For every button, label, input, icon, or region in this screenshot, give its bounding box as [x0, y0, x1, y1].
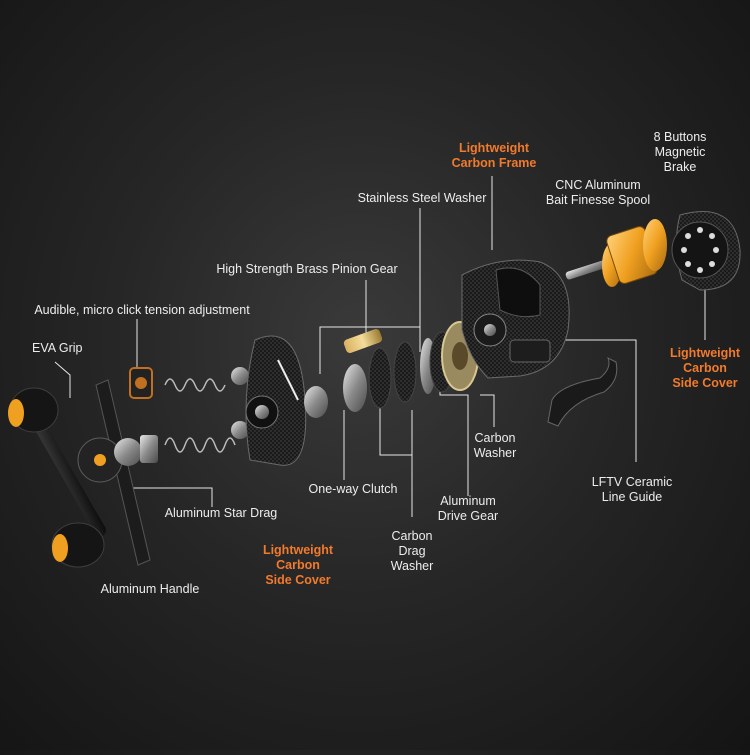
line-guide — [547, 356, 618, 427]
label-drag-washer: Carbon Drag Washer — [390, 529, 434, 573]
label-steel-washer: Stainless Steel Washer — [357, 191, 487, 205]
label-side-cover-left: Lightweight Carbon Side Cover — [262, 543, 334, 587]
spool — [565, 219, 667, 287]
carbon-frame — [461, 259, 570, 379]
label-one-way-clutch: One-way Clutch — [308, 482, 398, 496]
label-tension-adjustment: Audible, micro click tension adjustment — [34, 303, 250, 317]
label-magnetic-brake: 8 Buttons Magnetic Brake — [653, 130, 707, 174]
label-aluminum-handle: Aluminum Handle — [100, 582, 200, 596]
label-spool: CNC Aluminum Bait Finesse Spool — [545, 178, 651, 207]
handle-assembly — [8, 379, 151, 568]
label-eva-grip: EVA Grip — [32, 341, 83, 355]
left-side-cover — [245, 335, 307, 466]
label-carbon-washer: Carbon Washer — [473, 431, 517, 460]
label-line-guide: LFTV Ceramic Line Guide — [591, 475, 673, 504]
label-pinion-gear: High Strength Brass Pinion Gear — [216, 262, 398, 276]
label-carbon-frame: Lightweight Carbon Frame — [451, 141, 537, 170]
pinion-gear — [343, 329, 383, 353]
label-drive-gear: Aluminum Drive Gear — [437, 494, 499, 523]
tension-knob-parts — [129, 367, 249, 463]
label-side-cover-right: Lightweight Carbon Side Cover — [669, 346, 741, 390]
drivetrain-parts — [304, 321, 479, 418]
label-star-drag: Aluminum Star Drag — [164, 506, 278, 520]
leader-lines — [54, 176, 706, 517]
right-side-cover — [671, 211, 741, 291]
